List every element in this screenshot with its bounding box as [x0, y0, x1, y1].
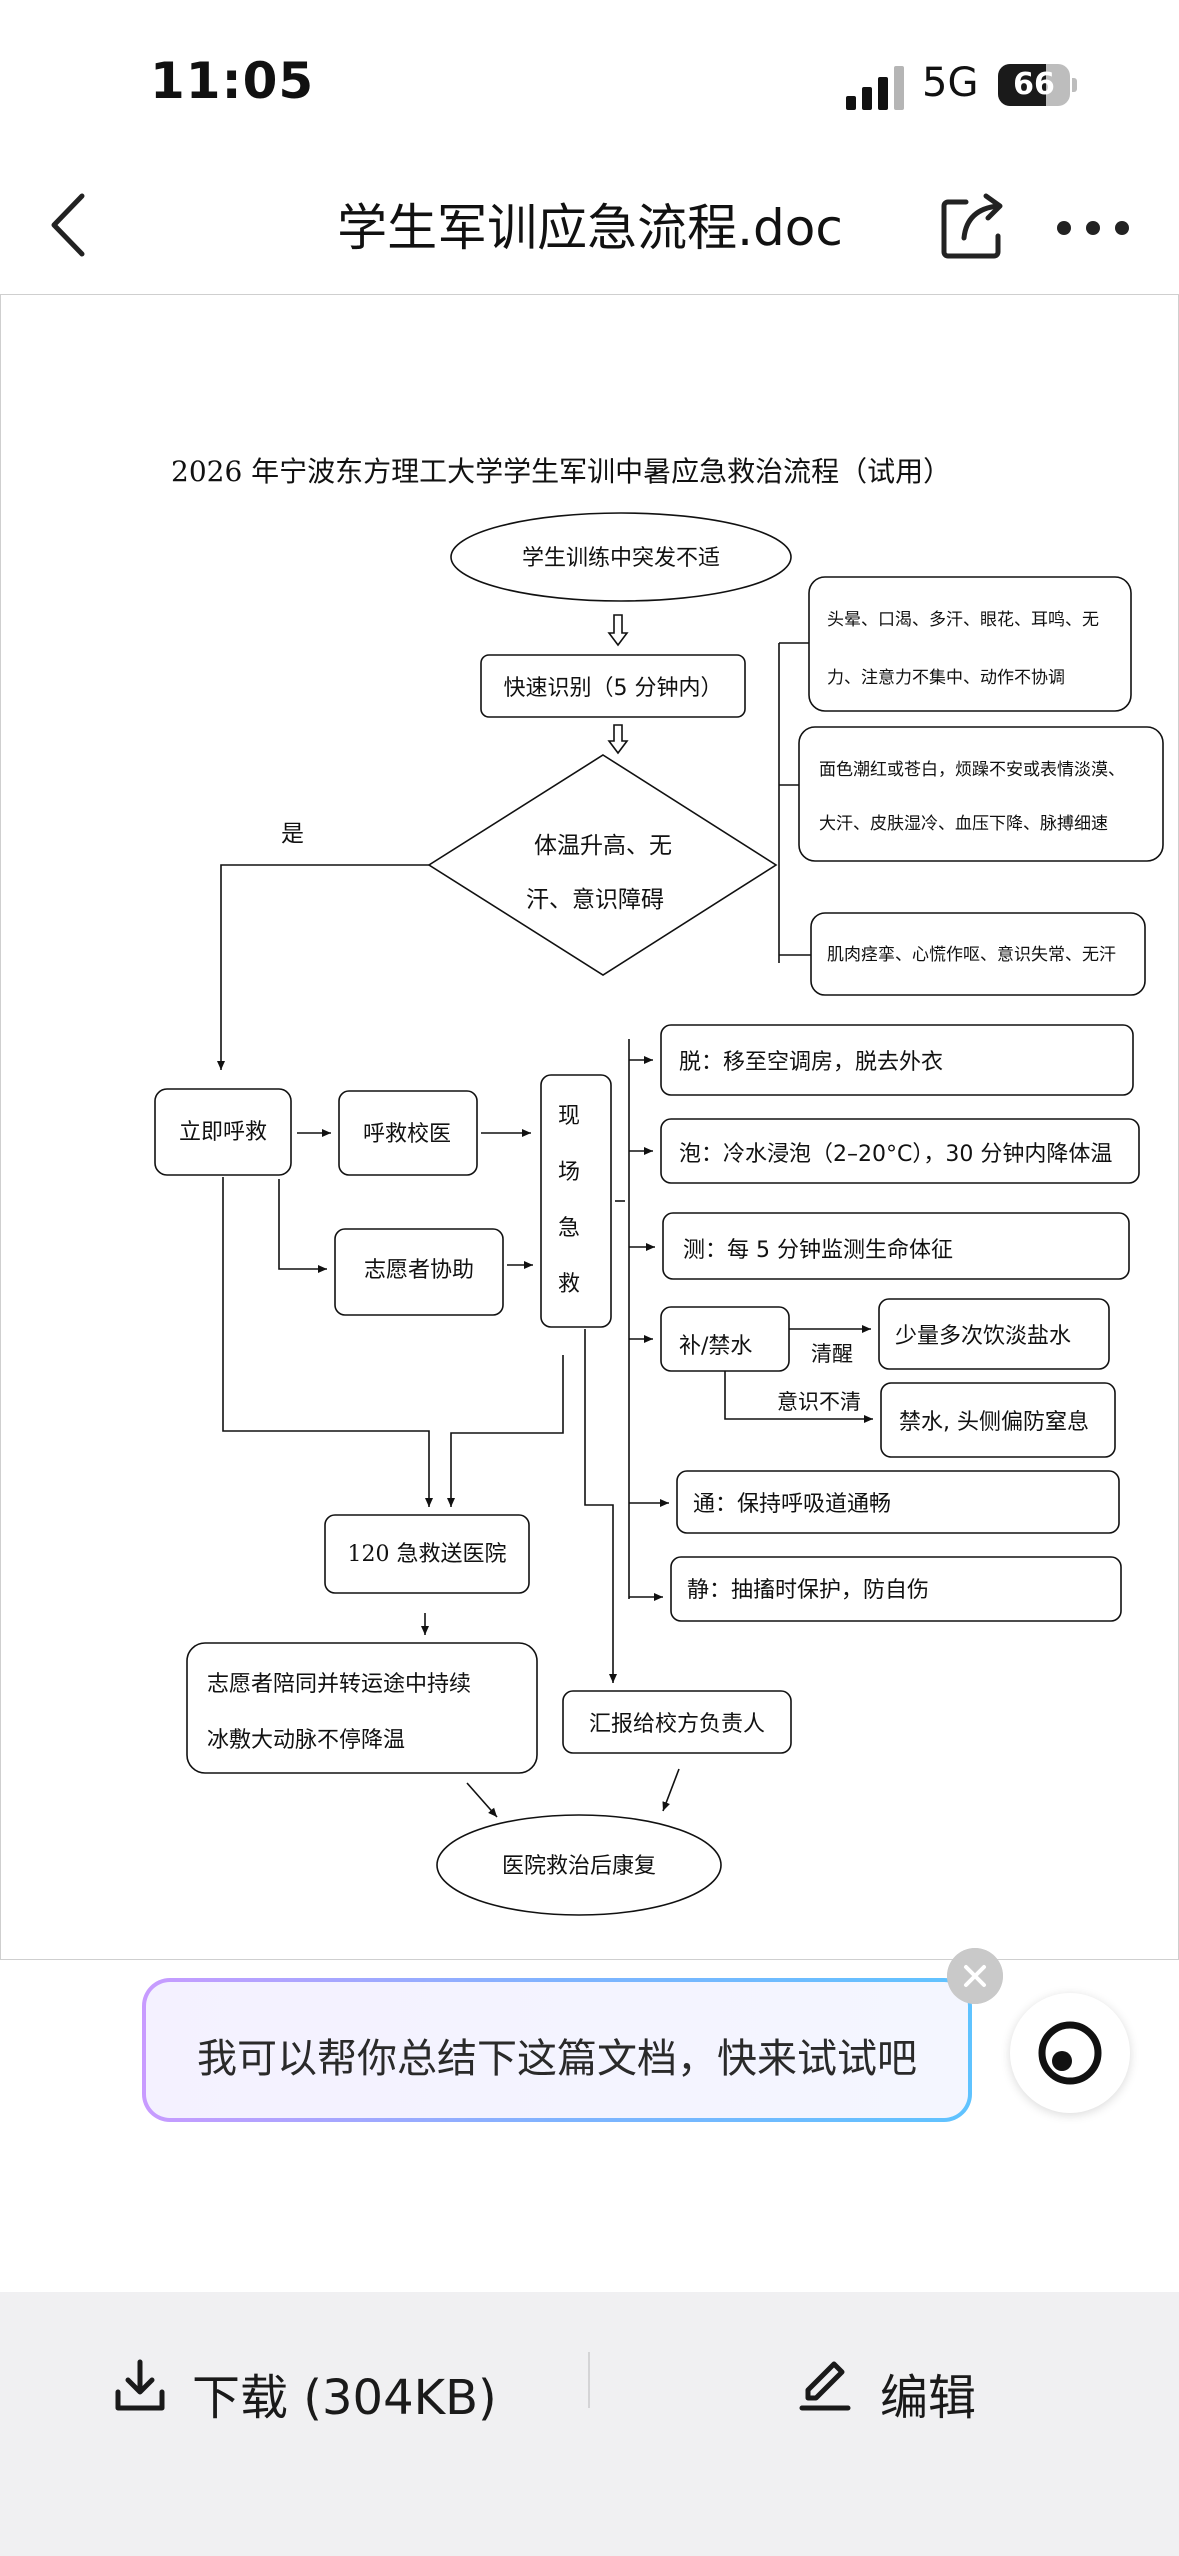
step-bu-unconscious: 禁水, 头侧偏防窒息 [899, 1410, 1089, 1435]
node-report: 汇报给校方负责人 [589, 1712, 765, 1737]
node-decision-line2: 汗、意识障碍 [526, 887, 664, 913]
node-onsite-4: 救 [558, 1272, 580, 1297]
label-unconscious: 意识不清 [777, 1390, 861, 1414]
edit-button[interactable]: 编辑 [796, 2342, 1016, 2432]
chevron-left-icon[interactable] [40, 190, 100, 260]
node-start: 学生训练中突发不适 [522, 546, 720, 571]
bottom-action-bar: 下载 (304KB) 编辑 [0, 2292, 1179, 2556]
node-ambulance: 120 急救送医院 [348, 1542, 507, 1567]
divider [588, 2352, 590, 2408]
node-onsite-1: 现 [558, 1104, 580, 1129]
step-tuo: 脱：移至空调房，脱去外衣 [679, 1050, 943, 1075]
more-icon[interactable] [1056, 218, 1130, 238]
symptom3: 肌肉痉挛、心慌作呕、意识失常、无汗 [827, 945, 1116, 965]
document-title: 学生军训应急流程.doc [337, 199, 843, 257]
node-escort-line2: 冰敷大动脉不停降温 [207, 1728, 405, 1753]
nav-bar: 学生军训应急流程.doc [0, 150, 1179, 290]
pencil-icon [799, 2361, 851, 2411]
node-decision-line1: 体温升高、无 [534, 833, 672, 859]
step-bu-awake: 少量多次饮淡盐水 [895, 1324, 1071, 1349]
node-volunteer: 志愿者协助 [364, 1258, 474, 1283]
symptom2-line1: 面色潮红或苍白，烦躁不安或表情淡漠、 [819, 760, 1125, 780]
document-page[interactable]: 2026 年宁波东方理工大学学生军训中暑应急救治流程（试用） 学生训练中突发不适… [0, 294, 1179, 1960]
status-bar: 11:05 5G 66 [0, 0, 1179, 150]
battery-percent: 66 [1013, 67, 1055, 102]
label-awake: 清醒 [811, 1342, 853, 1366]
ai-summary-banner[interactable]: 我可以帮你总结下这篇文档，快来试试吧 [142, 1978, 972, 2122]
network-type: 5G [922, 60, 979, 106]
node-escort-line1: 志愿者陪同并转运途中持续 [207, 1672, 471, 1697]
step-ce: 测：每 5 分钟监测生命体征 [683, 1238, 953, 1263]
ai-assistant-icon [1038, 2021, 1102, 2085]
step-tong: 通：保持呼吸道通畅 [693, 1492, 891, 1517]
share-icon[interactable] [938, 190, 1010, 262]
close-icon[interactable] [947, 1948, 1003, 2004]
step-pao: 泡：冷水浸泡（2–20°C），30 分钟内降体温 [679, 1142, 1112, 1167]
node-call: 立即呼救 [179, 1120, 267, 1145]
download-label: 下载 (304KB) [192, 2370, 497, 2426]
label-yes: 是 [281, 821, 304, 847]
status-time: 11:05 [150, 52, 315, 110]
cellular-signal-icon [846, 66, 904, 110]
battery-icon: 66 [998, 64, 1078, 106]
step-bu: 补/禁水 [679, 1334, 752, 1359]
symptom2-line2: 大汗、皮肤湿冷、血压下降、脉搏细速 [819, 814, 1108, 834]
flowchart: 2026 年宁波东方理工大学学生军训中暑应急救治流程（试用） 学生训练中突发不适… [154, 455, 1164, 1916]
node-onsite-3: 急 [558, 1216, 580, 1241]
download-button[interactable]: 下载 (304KB) [110, 2342, 530, 2432]
document-heading: 2026 年宁波东方理工大学学生军训中暑应急救治流程（试用） [171, 455, 951, 488]
ai-summary-text: 我可以帮你总结下这篇文档，快来试试吧 [197, 2036, 917, 2082]
download-icon [115, 2359, 165, 2411]
node-call-doctor: 呼救校医 [363, 1122, 451, 1147]
step-jing: 静：抽搐时保护，防自伤 [687, 1578, 929, 1603]
edit-label: 编辑 [880, 2370, 977, 2426]
symptom1-line1: 头晕、口渴、多汗、眼花、耳鸣、无 [827, 610, 1099, 630]
symptom1-line2: 力、注意力不集中、动作不协调 [827, 668, 1065, 688]
node-end: 医院救治后康复 [502, 1854, 656, 1879]
node-identify: 快速识别（5 分钟内） [504, 676, 723, 701]
ai-assistant-button[interactable] [1010, 1993, 1130, 2113]
node-onsite-2: 场 [558, 1160, 580, 1185]
